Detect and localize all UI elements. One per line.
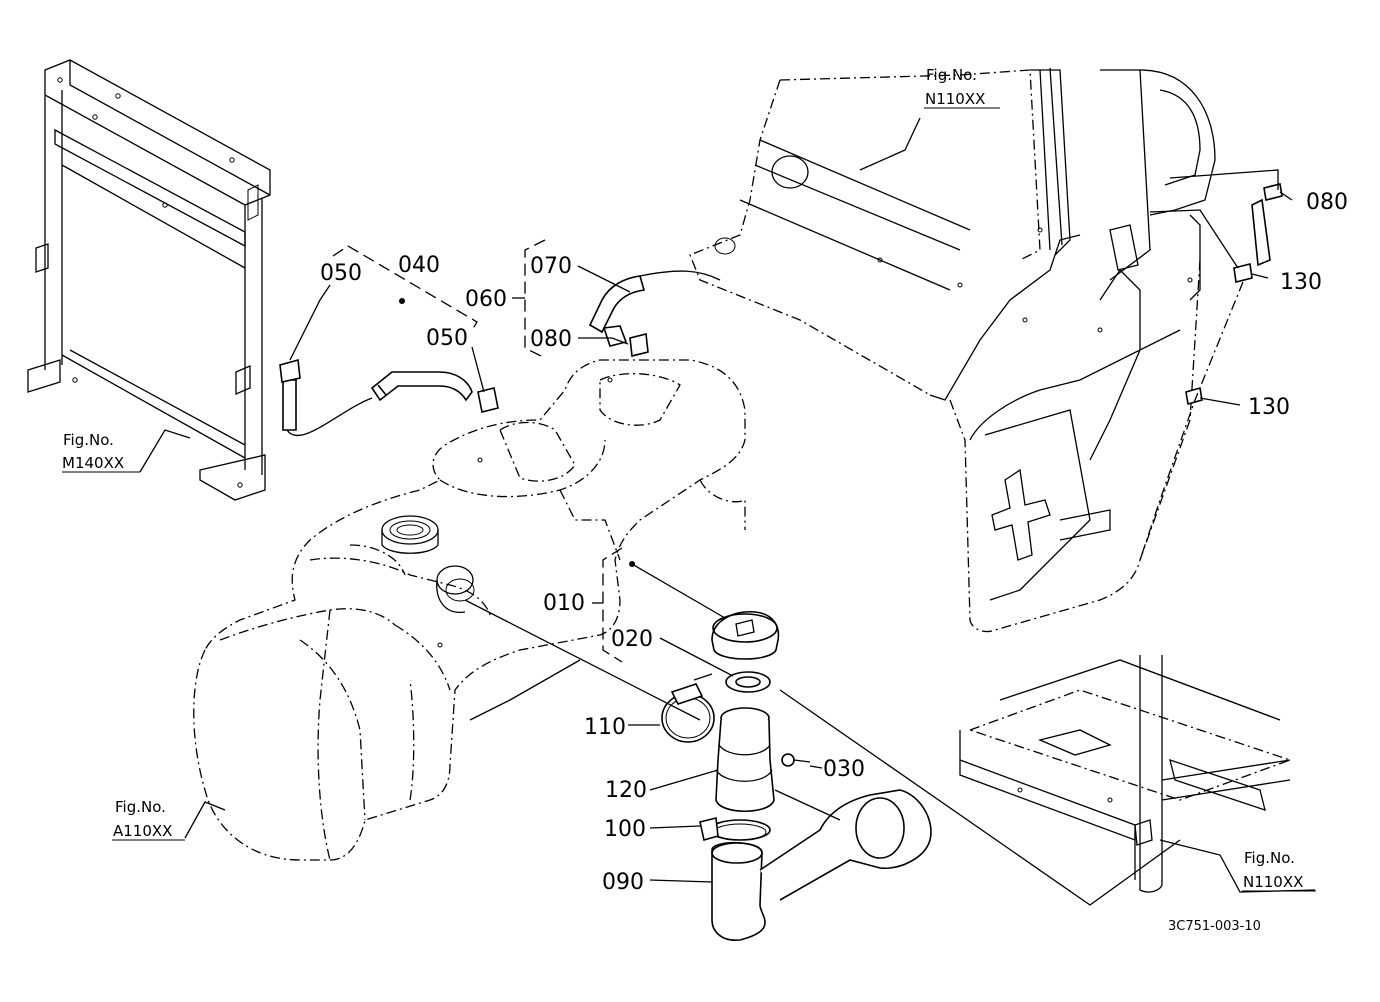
callout-130-b: 130	[1248, 395, 1290, 420]
callout-130-a: 130	[1280, 270, 1322, 295]
breather-hose-assembly	[588, 270, 721, 357]
callout-010: 010	[543, 591, 585, 616]
fuel-tank	[193, 359, 746, 861]
radiator-frame	[27, 59, 271, 501]
callout-040: 040	[398, 253, 440, 278]
figref-m140-bottom: M140XX	[62, 454, 124, 472]
callout-030: 030	[823, 757, 865, 782]
callout-050-a: 050	[320, 261, 362, 286]
figure-references: Fig.No. M140XX Fig.No. A110XX Fig.No. N1…	[62, 66, 1316, 892]
callout-080-b: 080	[1306, 190, 1348, 215]
callout-100: 100	[604, 817, 646, 842]
callout-120: 120	[605, 778, 647, 803]
filler-assembly	[661, 610, 932, 941]
figref-a110-bottom: A110XX	[113, 822, 172, 840]
return-hose-assembly	[279, 358, 499, 437]
figref-m140-top: Fig.No.	[63, 431, 114, 449]
callout-020: 020	[611, 627, 653, 652]
frame-inset	[959, 655, 1292, 893]
callout-070: 070	[530, 254, 572, 279]
leader-lines	[139, 117, 1316, 906]
callout-110: 110	[584, 715, 626, 740]
callout-labels: 040 050 050 060 070 080 010 020 030 110 …	[320, 190, 1348, 895]
drawing-code: 3C751-003-10	[1168, 919, 1261, 934]
cab-frame	[689, 67, 1216, 633]
callout-050-b: 050	[426, 326, 468, 351]
callout-090: 090	[602, 870, 644, 895]
figref-n110-bottom-top: Fig.No.	[1244, 849, 1295, 867]
figref-a110-top: Fig.No.	[115, 798, 166, 816]
figref-n110-top-top: Fig.No.	[926, 66, 977, 84]
callout-060: 060	[465, 287, 507, 312]
figref-n110-bottom-bottom: N110XX	[1243, 873, 1303, 891]
drain-tube-assembly	[1139, 183, 1283, 561]
callout-080-a: 080	[530, 327, 572, 352]
figref-n110-top-bottom: N110XX	[925, 90, 985, 108]
